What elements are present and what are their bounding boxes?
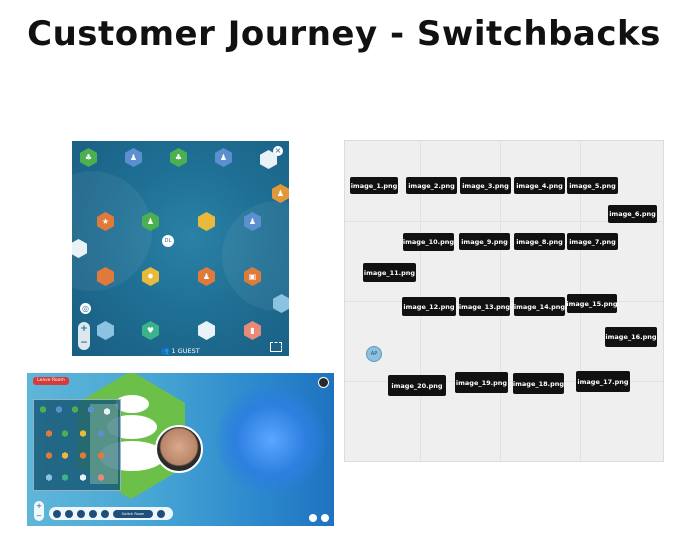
room-hex-icon bbox=[104, 408, 110, 415]
room-hex-icon bbox=[88, 406, 94, 413]
image-chip[interactable]: image_20.png bbox=[388, 375, 446, 396]
room-hex-icon[interactable] bbox=[97, 321, 114, 340]
room-hex-icon[interactable] bbox=[273, 294, 289, 313]
page-title: Customer Journey - Switchbacks bbox=[27, 14, 661, 54]
room-hex-icon[interactable]: ♣ bbox=[80, 148, 97, 167]
room-hex-icon bbox=[98, 474, 104, 481]
room-hex-icon bbox=[46, 474, 52, 481]
minimap[interactable] bbox=[33, 399, 121, 491]
image-chip[interactable]: image_18.png bbox=[513, 373, 564, 394]
screen-share-icon[interactable] bbox=[77, 509, 85, 518]
image-chip[interactable]: image_6.png bbox=[608, 205, 657, 223]
room-hex-icon[interactable]: ♟ bbox=[198, 267, 215, 286]
participant-video[interactable] bbox=[155, 425, 203, 473]
background-orb bbox=[216, 385, 326, 495]
settings-icon[interactable] bbox=[101, 509, 109, 518]
room-hex-icon bbox=[40, 406, 46, 413]
image-chip[interactable]: image_13.png bbox=[459, 297, 510, 316]
people-icon: 👥 bbox=[161, 347, 170, 355]
image-chip[interactable]: image_5.png bbox=[567, 177, 618, 194]
user-avatar[interactable] bbox=[318, 377, 329, 388]
close-icon[interactable]: × bbox=[273, 146, 283, 156]
zoom-control[interactable]: + − bbox=[34, 501, 44, 521]
room-hex-icon[interactable]: ♣ bbox=[170, 148, 187, 167]
room-hex-icon[interactable]: ▣ bbox=[244, 267, 261, 286]
room-hex-icon[interactable]: ♟ bbox=[142, 212, 159, 231]
room-hex-icon bbox=[80, 474, 86, 481]
image-chip[interactable]: image_3.png bbox=[460, 177, 511, 194]
room-hex-icon[interactable]: ♟ bbox=[215, 148, 232, 167]
room-hex-icon bbox=[56, 406, 62, 413]
room-hex-icon bbox=[98, 452, 104, 459]
image-chip[interactable]: image_11.png bbox=[363, 263, 416, 282]
zoom-in-button[interactable]: + bbox=[36, 502, 42, 510]
room-hex-icon[interactable] bbox=[72, 239, 87, 258]
image-chip[interactable]: image_17.png bbox=[576, 371, 630, 392]
image-chip[interactable]: image_14.png bbox=[514, 297, 565, 316]
expand-icon[interactable] bbox=[270, 342, 282, 352]
locate-icon[interactable]: ◎ bbox=[80, 303, 91, 314]
room-hex-icon bbox=[98, 430, 104, 437]
room-hex-icon bbox=[46, 430, 52, 437]
guest-count: 👥 1 GUEST bbox=[72, 347, 289, 355]
minimap-viewport bbox=[90, 404, 118, 484]
image-chip[interactable]: image_16.png bbox=[605, 327, 657, 347]
room-hex-icon[interactable] bbox=[260, 150, 277, 169]
guest-count-label: 1 GUEST bbox=[171, 347, 200, 355]
stone-shape bbox=[115, 395, 149, 413]
video-room-screenshot: Leave Room + − Switch Room bbox=[27, 373, 334, 526]
user-avatar[interactable]: AP bbox=[366, 346, 382, 362]
zoom-out-button[interactable]: − bbox=[36, 512, 42, 520]
image-chip[interactable]: image_8.png bbox=[514, 233, 565, 250]
room-hex-icon[interactable]: ★ bbox=[97, 212, 114, 231]
image-chip[interactable]: image_10.png bbox=[403, 233, 454, 251]
chat-icon[interactable] bbox=[89, 509, 97, 518]
image-chip[interactable]: image_15.png bbox=[566, 294, 618, 313]
room-hex-icon[interactable]: ♟ bbox=[244, 212, 261, 231]
room-hex-icon[interactable]: ▮ bbox=[244, 321, 261, 340]
room-hex-icon bbox=[72, 406, 78, 413]
room-hex-icon[interactable] bbox=[97, 267, 114, 286]
room-hex-icon bbox=[80, 430, 86, 437]
zoom-control[interactable]: + − bbox=[78, 322, 90, 350]
room-map-screenshot: × ♣ ♟ ♣ ♟ ♟ ★ ♟ ♟ DL ✹ ♟ ▣ ♥ ▮ ◎ + − 👥 1… bbox=[72, 141, 289, 356]
room-hex-icon bbox=[62, 474, 68, 481]
bottom-toolbar: Switch Room bbox=[49, 507, 173, 520]
room-hex-icon[interactable] bbox=[198, 212, 215, 231]
room-hex-icon bbox=[62, 452, 68, 459]
camera-icon[interactable] bbox=[65, 509, 73, 518]
image-chip[interactable]: image_19.png bbox=[455, 372, 508, 393]
switch-room-button[interactable]: Switch Room bbox=[113, 509, 153, 518]
image-chip[interactable]: image_2.png bbox=[406, 177, 457, 194]
image-chip[interactable]: image_9.png bbox=[459, 233, 510, 250]
zoom-in-button[interactable]: + bbox=[80, 324, 88, 334]
image-chip[interactable]: image_7.png bbox=[567, 233, 618, 250]
mic-icon[interactable] bbox=[53, 509, 61, 518]
room-hex-icon bbox=[80, 452, 86, 459]
room-hex-icon bbox=[46, 452, 52, 459]
whiteboard: image_1.png image_2.png image_3.png imag… bbox=[344, 140, 664, 462]
user-avatar[interactable]: DL bbox=[162, 235, 174, 247]
room-hex-icon[interactable]: ♟ bbox=[125, 148, 142, 167]
grid-line bbox=[345, 221, 663, 222]
room-hex-icon[interactable]: ♥ bbox=[142, 321, 159, 340]
leave-room-button[interactable]: Leave Room bbox=[33, 377, 69, 385]
layout-icon[interactable] bbox=[309, 514, 317, 522]
room-hex-icon[interactable]: ♟ bbox=[272, 184, 289, 203]
image-chip[interactable]: image_12.png bbox=[402, 297, 456, 316]
room-hex-icon bbox=[62, 430, 68, 437]
image-chip[interactable]: image_4.png bbox=[514, 177, 565, 194]
room-hex-icon[interactable] bbox=[198, 321, 215, 340]
more-icon[interactable] bbox=[157, 509, 165, 518]
zoom-out-button[interactable]: − bbox=[80, 338, 88, 348]
image-chip[interactable]: image_1.png bbox=[350, 177, 398, 194]
room-hex-icon[interactable]: ✹ bbox=[142, 267, 159, 286]
minimize-icon[interactable] bbox=[321, 514, 329, 522]
